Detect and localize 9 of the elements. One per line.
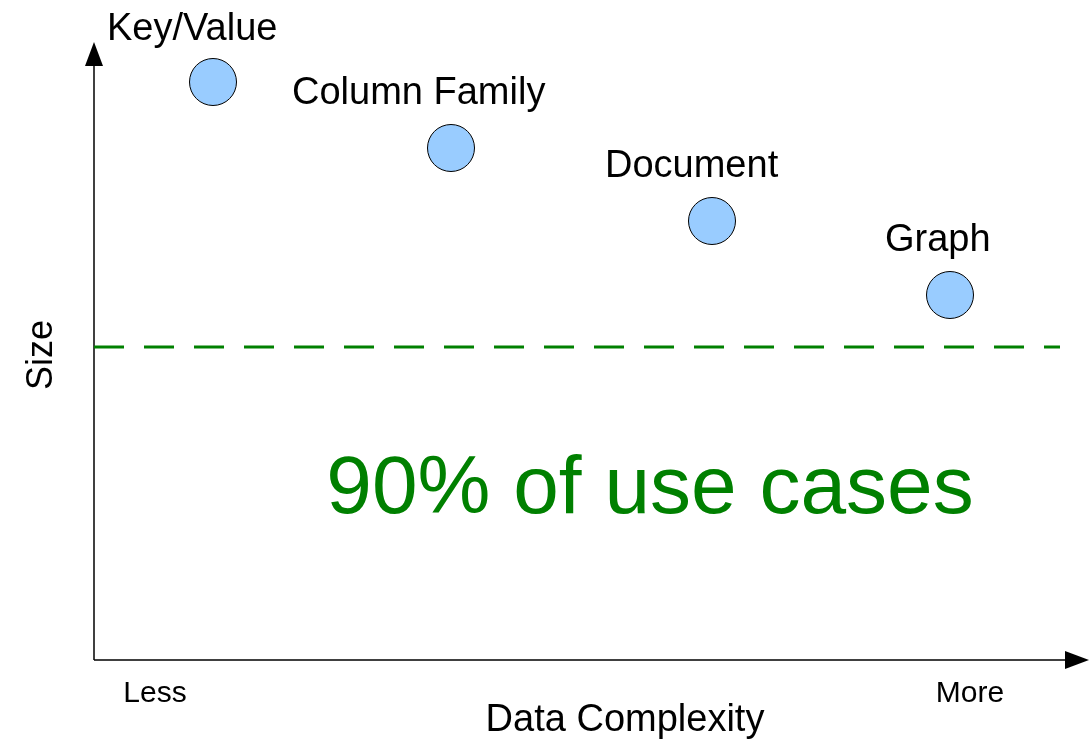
point-label: Document bbox=[605, 145, 779, 183]
axis-title: Size bbox=[22, 320, 58, 390]
annotation-text: 90% of use cases bbox=[326, 444, 974, 526]
axis-end-label: More bbox=[935, 677, 1005, 707]
point-label: Column Family bbox=[292, 72, 546, 110]
point-label: Key/Value bbox=[107, 8, 278, 46]
axis-end-label: Less bbox=[123, 677, 187, 707]
axis-title: Data Complexity bbox=[485, 699, 765, 737]
point-label: Graph bbox=[885, 219, 991, 257]
